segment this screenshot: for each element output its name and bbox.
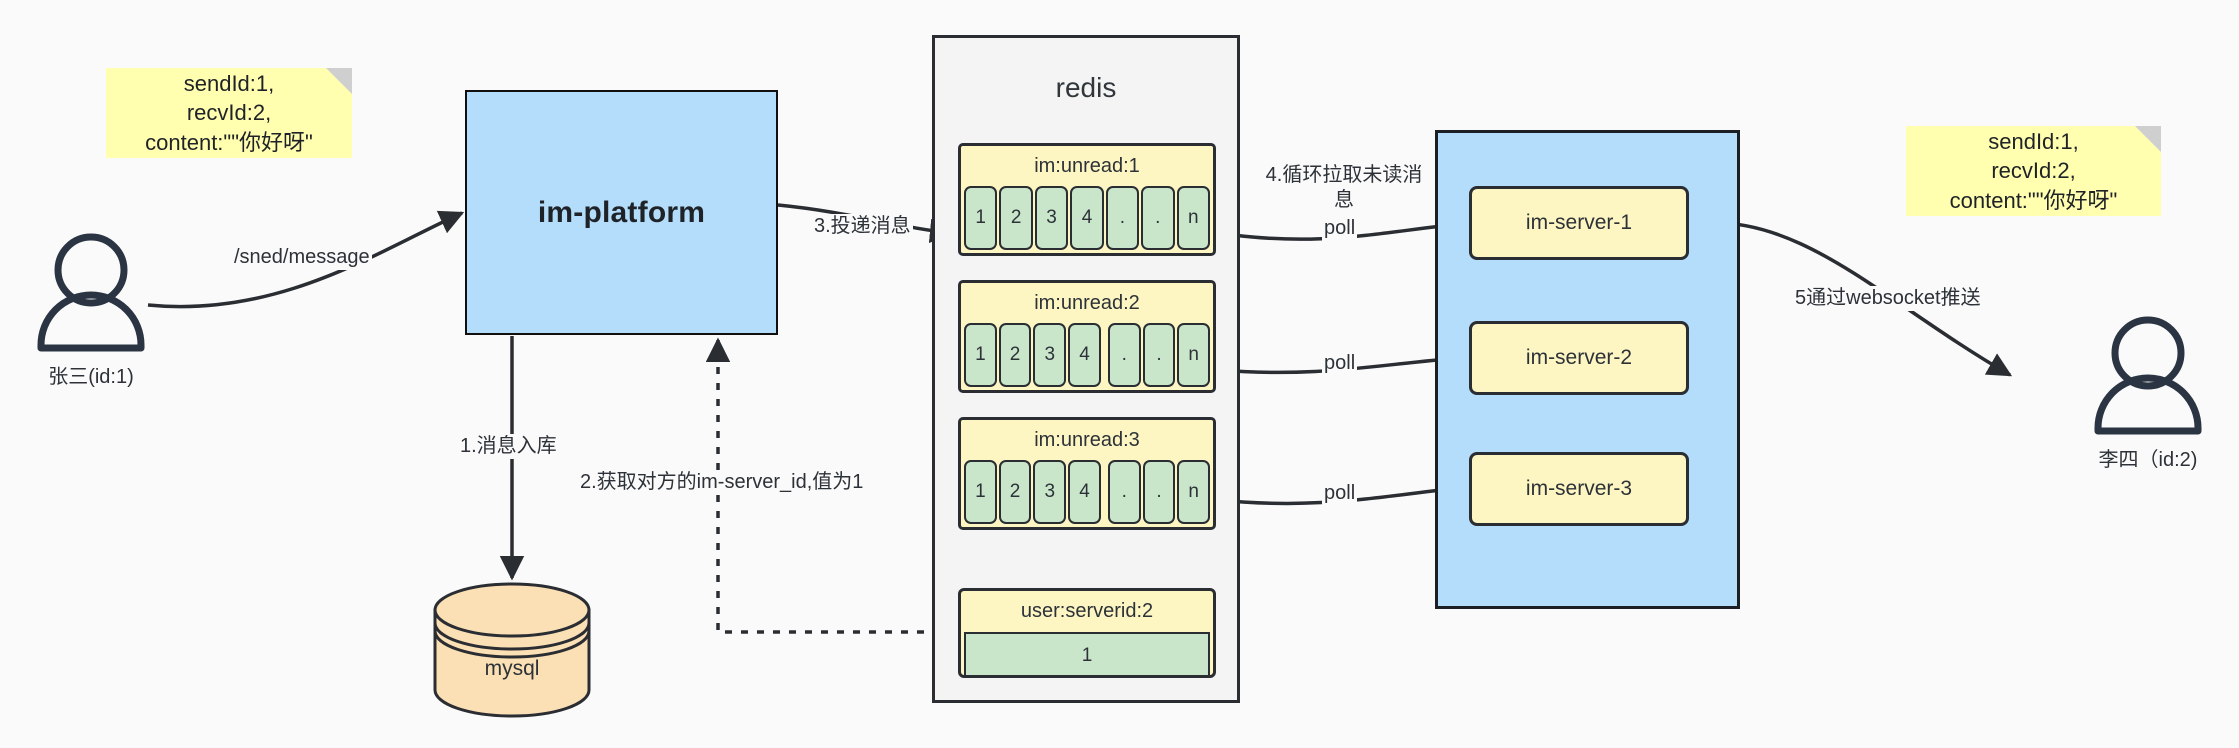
- queue-cell: 2: [999, 186, 1033, 250]
- note-fold-icon: [326, 68, 352, 94]
- note-right-text: sendId:1, recvId:2, content:""你好呀": [1949, 129, 2118, 213]
- edge-label-poll-1: poll: [1322, 216, 1358, 241]
- node-im-server-1-label: im-server-1: [1525, 211, 1633, 234]
- avatar-receiver: [2094, 316, 2202, 435]
- queue-cell: .: [1105, 186, 1140, 250]
- queue-cell: .: [1141, 186, 1175, 250]
- node-im-server-1[interactable]: im-server-1: [1469, 186, 1689, 260]
- note-right-message-payload: sendId:1, recvId:2, content:""你好呀": [1906, 126, 2161, 216]
- queue-cell: 4: [1070, 186, 1104, 250]
- edge-label-step5: 5通过websocket推送: [1793, 286, 1983, 311]
- node-im-server-2-label: im-server-2: [1525, 346, 1633, 369]
- queue-cell: 3: [1033, 460, 1067, 524]
- redis-key-cells: 1 2 3 4 . . n: [961, 186, 1213, 253]
- queue-cell: 2: [998, 460, 1032, 524]
- note-fold-icon: [2135, 126, 2161, 152]
- actor-sender-label: 张三(id:1): [48, 366, 134, 388]
- redis-key-cells: 1 2 3 4 . . n: [961, 460, 1213, 527]
- queue-cell: n: [1177, 460, 1211, 524]
- edge-label-step3: 3.投递消息: [812, 214, 913, 239]
- edge-label-step4: 4.循环拉取未读消息: [1262, 163, 1426, 213]
- queue-cell: 1: [964, 186, 998, 250]
- queue-cell: .: [1107, 323, 1141, 387]
- queue-cell: 4: [1068, 460, 1101, 524]
- redis-key-name: im:unread:1: [1034, 154, 1140, 177]
- queue-cell: 2: [998, 323, 1032, 387]
- edge-label-poll-3: poll: [1322, 481, 1358, 506]
- edge-label-step1: 1.消息入库: [458, 434, 559, 459]
- edge-label-step2: 2.获取对方的im-server_id,值为1: [578, 470, 866, 495]
- node-im-server-2[interactable]: im-server-2: [1469, 321, 1689, 395]
- queue-cell: n: [1177, 323, 1211, 387]
- redis-kv-value: 1: [964, 632, 1210, 675]
- node-im-server-3[interactable]: im-server-3: [1469, 452, 1689, 526]
- edge-label-poll-2: poll: [1322, 351, 1358, 376]
- queue-cell: 3: [1033, 323, 1067, 387]
- queue-cell: .: [1107, 460, 1141, 524]
- queue-cell: 1: [964, 323, 997, 387]
- redis-kv-name: user:serverid:2: [1020, 600, 1154, 622]
- note-left-text: sendId:1, recvId:2, content:""你好呀": [145, 71, 313, 155]
- node-im-server-3-label: im-server-3: [1525, 477, 1633, 500]
- queue-cell: 3: [1034, 186, 1069, 250]
- queue-cell: 4: [1068, 323, 1101, 387]
- node-im-platform-label: im-platform: [537, 195, 706, 229]
- redis-key-cells: 1 2 3 4 . . n: [961, 323, 1213, 390]
- queue-cell: .: [1142, 460, 1176, 524]
- redis-key-im-unread-2[interactable]: im:unread:2 1 2 3 4 . . n: [958, 280, 1216, 393]
- redis-key-im-unread-1[interactable]: im:unread:1 1 2 3 4 . . n: [958, 143, 1216, 256]
- node-im-platform[interactable]: im-platform: [465, 90, 778, 335]
- redis-key-im-unread-3[interactable]: im:unread:3 1 2 3 4 . . n: [958, 417, 1216, 530]
- queue-cell: 1: [964, 460, 997, 524]
- actor-receiver-label: 李四（id:2): [2098, 449, 2198, 471]
- avatar-sender: [37, 233, 145, 352]
- node-mysql-label: mysql: [484, 657, 540, 680]
- redis-key-name: im:unread:2: [1034, 291, 1140, 314]
- edge-label-send-message: /sned/message: [232, 245, 372, 270]
- mysql-cylinder: [433, 582, 591, 718]
- note-left-message-payload: sendId:1, recvId:2, content:""你好呀": [106, 68, 352, 158]
- queue-cell: .: [1142, 323, 1176, 387]
- redis-key-user-serverid-2[interactable]: user:serverid:2 1: [958, 588, 1216, 678]
- redis-key-name: im:unread:3: [1034, 428, 1140, 451]
- container-redis-title: redis: [1055, 72, 1117, 103]
- queue-cell: n: [1176, 186, 1210, 250]
